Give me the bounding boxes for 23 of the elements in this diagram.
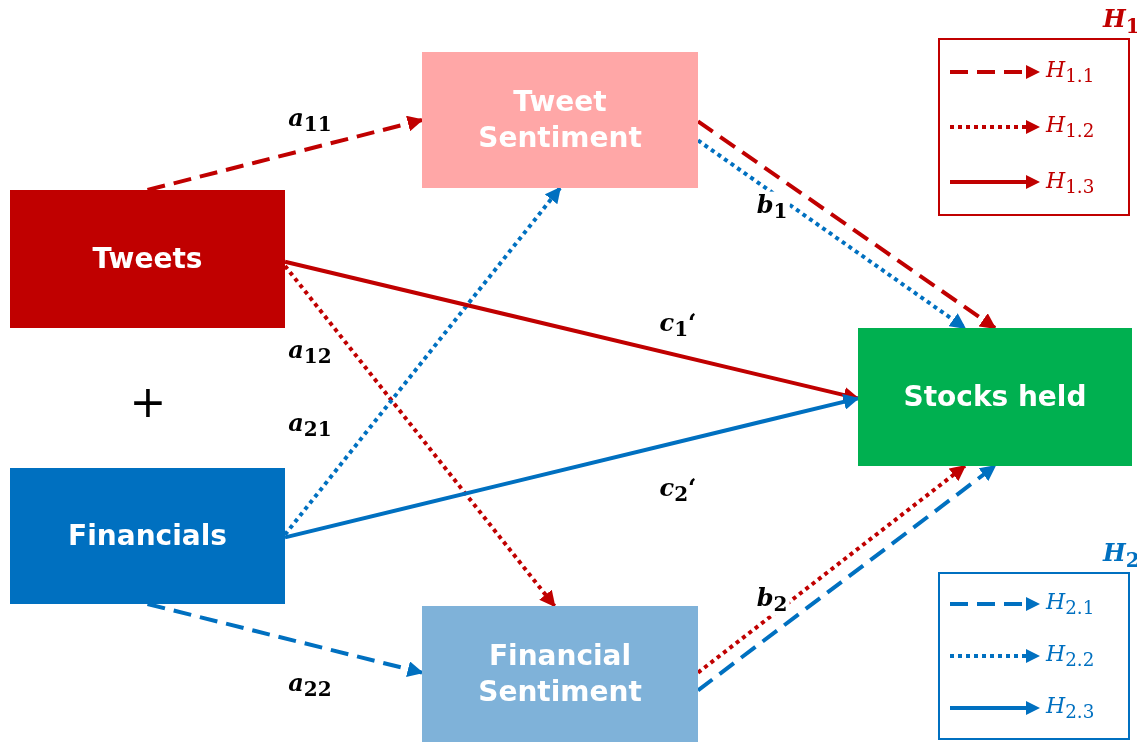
legend-title: H$_{2}$ [1103, 540, 1137, 571]
process-box [422, 52, 698, 188]
box-label: Stocks held [903, 378, 1087, 415]
box-label: Financials [68, 517, 227, 554]
box-label: Financial Sentiment [477, 637, 643, 710]
legend-label: H$_{2.3}$ [1046, 693, 1095, 723]
arrow [147, 602, 424, 677]
box-label: Tweets [92, 240, 203, 277]
process-box [422, 606, 698, 742]
arrow [284, 394, 860, 540]
legend-label: H$_{2.2}$ [1046, 641, 1095, 671]
legend-label: H$_{1.1}$ [1046, 56, 1095, 87]
plus-sign: + [129, 380, 167, 424]
legend-label: H$_{2.1}$ [1046, 589, 1095, 619]
process-box [10, 468, 285, 604]
legend-title: H$_{1}$ [1103, 6, 1137, 37]
legend-label: H$_{1.3}$ [1046, 167, 1095, 197]
edge-label: b$_{2}$ [754, 584, 790, 616]
arrow [147, 115, 424, 192]
box-label: Tweet Sentiment [477, 83, 643, 156]
process-box [858, 328, 1132, 466]
legend-label: H$_{1.2}$ [1046, 112, 1095, 142]
process-box [10, 190, 285, 328]
